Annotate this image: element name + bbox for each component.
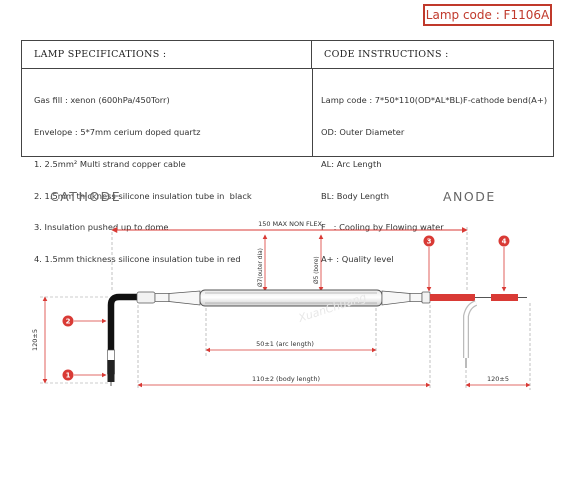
marker-3 [423, 235, 435, 247]
outer-dia-label: Ø7(outer dia) [257, 248, 264, 287]
marker-4 [498, 235, 510, 247]
marker-4-label: 4 [502, 238, 507, 246]
spec-table: LAMP SPECIFICATIONS : CODE INSTRUCTIONS … [21, 40, 554, 264]
anode-label: ANODE [443, 189, 496, 204]
cathode-taper [168, 290, 201, 306]
spec-line: 4. 1.5mm thickness silicone insulation t… [34, 254, 241, 265]
marker-2 [62, 315, 74, 327]
code-line: Lamp code : 7*50*110(OD*AL*BL)F-cathode … [321, 95, 548, 106]
cathode-cap-outer [136, 291, 156, 304]
lamp-code-badge: Lamp code : F1106A [423, 4, 552, 26]
anode-bend-label: 120±5 [487, 375, 509, 383]
code-line: OD: Outer Diameter [321, 126, 405, 137]
cathode-cable-stub [107, 360, 115, 382]
anode-cap-outer [421, 291, 431, 304]
marker-1 [62, 369, 74, 381]
spec-line: 1. 2.5mm² Multi strand copper cable [34, 158, 186, 169]
anode-red-insulation-a [430, 294, 475, 301]
cathode-cable [107, 293, 137, 372]
code-line: BL: Body Length [321, 190, 389, 201]
lamp-specifications-header: LAMP SPECIFICATIONS : [22, 41, 312, 69]
marker-3-label: 3 [427, 238, 432, 246]
body-length-label: 110±2 (body length) [252, 375, 320, 383]
bore-label: Ø5 (bore) [313, 256, 320, 284]
code-instructions-header: CODE INSTRUCTIONS : [312, 41, 553, 69]
code-line: A+ : Quality level [321, 254, 394, 265]
anode-taper [381, 290, 411, 306]
arc-length-label: 50±1 (arc length) [256, 340, 314, 348]
spec-line: Envelope : 5*7mm cerium doped quartz [34, 126, 201, 137]
spec-line: Gas fill : xenon (600hPa/450Torr) [34, 95, 170, 106]
cathode-label: CATHODE [50, 189, 121, 204]
marker-1-label: 1 [66, 372, 71, 380]
code-instructions-list: Lamp code : 7*50*110(OD*AL*BL)F-cathode … [321, 74, 547, 286]
anode-bent-cable-outline [464, 301, 477, 358]
spec-line: 2. 1.5mm thickness silicone insulation t… [34, 190, 252, 201]
total-length-label: 150 MAX NON FLEX [258, 220, 322, 228]
marker-2-label: 2 [66, 318, 71, 326]
code-line: AL: Arc Length [321, 158, 382, 169]
cathode-bend-label: 120±5 [31, 329, 39, 351]
spec-divider [312, 69, 313, 157]
anode-cap-inner [409, 293, 423, 302]
lamp-diagram: CATHODE ANODE 150 MAX NON FLEX Ø7(outer … [31, 189, 531, 390]
cathode-cap-inner [154, 293, 170, 302]
anode-red-insulation-b [491, 294, 518, 301]
